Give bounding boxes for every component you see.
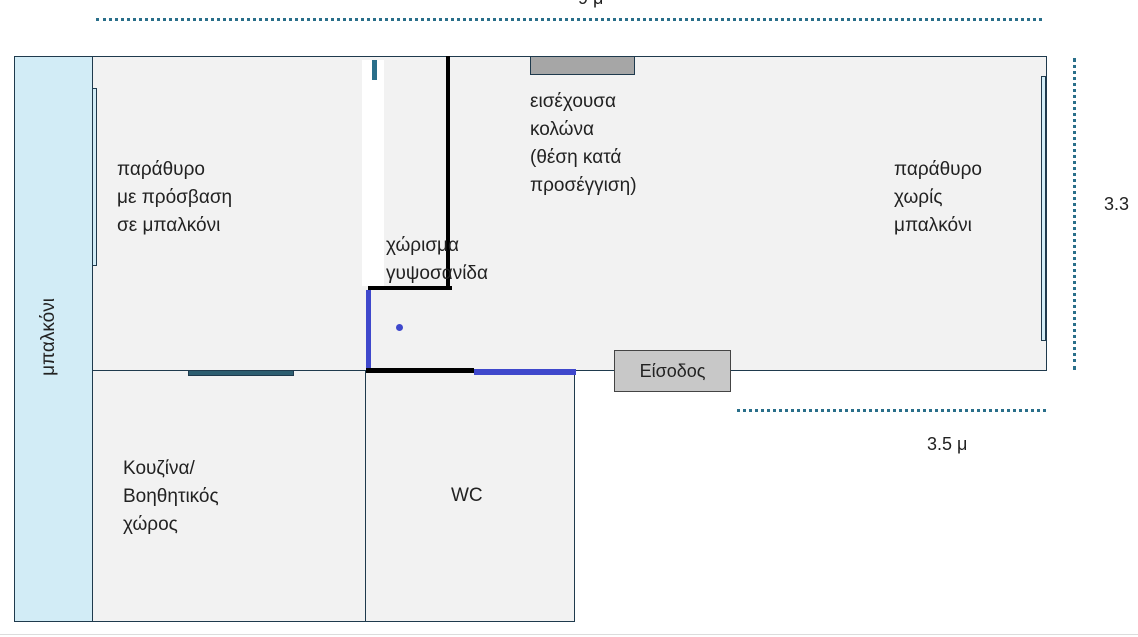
entrance: Είσοδος <box>614 350 731 392</box>
wc-label: WC <box>451 485 483 506</box>
right-dimension-label: 3.3 <box>1104 194 1130 214</box>
right-dimension-line <box>1073 58 1076 370</box>
partition-horizontal-black-bottom <box>366 368 474 373</box>
page-bottom-border <box>0 634 1138 635</box>
kitchen-room <box>92 370 367 622</box>
top-dimension-label: 9 μ <box>578 0 603 9</box>
partition-vertical-blue <box>366 290 371 370</box>
balcony-label: μπαλκόνι <box>37 298 59 376</box>
entrance-label: Είσοδος <box>639 360 706 381</box>
protruding-column <box>530 56 635 75</box>
kitchen-window <box>188 370 294 376</box>
partition-vertical-black <box>446 56 450 289</box>
kitchen-label: Κουζίνα/ Βοηθητικός χώρος <box>123 458 219 535</box>
balcony <box>14 56 93 622</box>
main-room <box>92 56 1047 371</box>
window-no-balcony <box>1041 76 1046 341</box>
wc-room <box>365 370 575 622</box>
partition-label: χώρισμα γυψοσανίδα <box>386 235 488 284</box>
window-no-balcony-label: παράθυρο χωρίς μπαλκόνι <box>894 159 982 236</box>
window-balcony-access <box>92 88 97 266</box>
partition-horizontal-blue <box>474 369 576 375</box>
entrance-dimension-line <box>737 409 1046 412</box>
entrance-dimension-label: 3.5 μ <box>927 434 968 454</box>
column-label: εισέχουσα κολώνα (θέση κατά προσέγγιση) <box>530 91 637 196</box>
window-balcony-label: παράθυρο με πρόσβαση σε μπαλκόνι <box>117 159 233 236</box>
partition-horizontal-black-top <box>368 286 452 290</box>
top-dimension-line <box>96 18 1042 21</box>
erased-wall-tick <box>372 60 377 80</box>
partition-dot <box>396 324 403 331</box>
erased-wall-patch <box>362 60 384 286</box>
